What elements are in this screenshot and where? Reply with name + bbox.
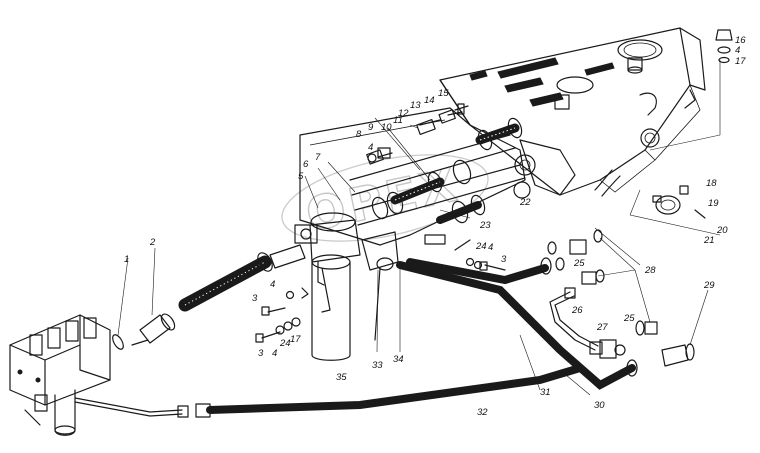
callout-6: 6 [303, 159, 309, 170]
callout-17a: 17 [290, 334, 301, 345]
pressure-line-32 [74, 364, 584, 418]
callout-labels: 1 2 3 3 3 4 4 4 4 4 5 6 7 8 9 10 11 12 1… [124, 35, 746, 418]
filter-bracket [361, 231, 399, 341]
hose-31 [406, 257, 552, 285]
bolts-12-15 [419, 103, 465, 126]
callout-30: 30 [594, 400, 605, 411]
callout-35: 35 [336, 372, 347, 383]
callout-12: 12 [398, 108, 409, 119]
callout-13: 13 [410, 100, 421, 111]
callout-24a: 24 [475, 241, 487, 252]
control-valve [9, 314, 111, 436]
hose-clamp-assembly [652, 185, 706, 219]
drain-plug-16 [715, 29, 733, 64]
leader-lines [117, 60, 721, 396]
callout-9: 9 [368, 122, 374, 133]
pipe-26 [549, 287, 603, 355]
callout-23: 23 [479, 220, 491, 231]
callout-4d: 4 [488, 242, 493, 253]
hose-30 [396, 261, 638, 390]
bolts-washers-center [424, 234, 506, 271]
fittings-right [547, 229, 695, 367]
callout-33: 33 [372, 360, 383, 371]
callout-19: 19 [708, 198, 719, 209]
callout-25a: 25 [573, 258, 585, 269]
filler-cap [627, 57, 643, 74]
callout-3b: 3 [258, 348, 264, 359]
adapter-fitting-2 [131, 313, 176, 346]
callout-4e: 4 [735, 45, 740, 56]
callout-4b: 4 [272, 348, 277, 359]
callout-24b: 24 [279, 338, 291, 349]
callout-26: 26 [571, 305, 583, 316]
callout-15: 15 [438, 88, 449, 99]
callout-3c: 3 [501, 254, 507, 265]
callout-7: 7 [315, 152, 321, 163]
callout-31: 31 [540, 387, 551, 398]
callout-34: 34 [393, 354, 404, 365]
callout-22: 22 [519, 197, 531, 208]
bolt-8 [367, 147, 393, 163]
corrugated-hose-upper [390, 177, 445, 205]
callout-16: 16 [735, 35, 746, 46]
oil-filter-canister [294, 212, 361, 361]
bolts-washers-left [255, 287, 309, 343]
callout-4a: 4 [270, 279, 275, 290]
callout-28: 28 [644, 265, 656, 276]
corrugated-hose-lower [436, 201, 482, 224]
callout-27: 27 [596, 322, 608, 333]
callout-1: 1 [124, 254, 129, 265]
callout-11: 11 [393, 115, 403, 126]
callout-32: 32 [477, 407, 488, 418]
callout-4c: 4 [368, 142, 373, 153]
corrugated-hose-left [178, 244, 306, 312]
callout-17b: 17 [735, 56, 746, 67]
clamps-center [371, 117, 523, 224]
callout-10: 10 [381, 122, 392, 133]
callout-18: 18 [706, 178, 717, 189]
callout-21: 21 [703, 235, 715, 246]
callout-29: 29 [703, 280, 715, 291]
callout-5: 5 [298, 171, 304, 182]
callout-2: 2 [149, 237, 156, 248]
callout-8: 8 [356, 129, 362, 140]
callout-20: 20 [716, 225, 728, 236]
callout-25b: 25 [623, 313, 635, 324]
o-ring-1 [112, 334, 124, 350]
callout-3a: 3 [252, 293, 258, 304]
callout-14: 14 [424, 95, 435, 106]
